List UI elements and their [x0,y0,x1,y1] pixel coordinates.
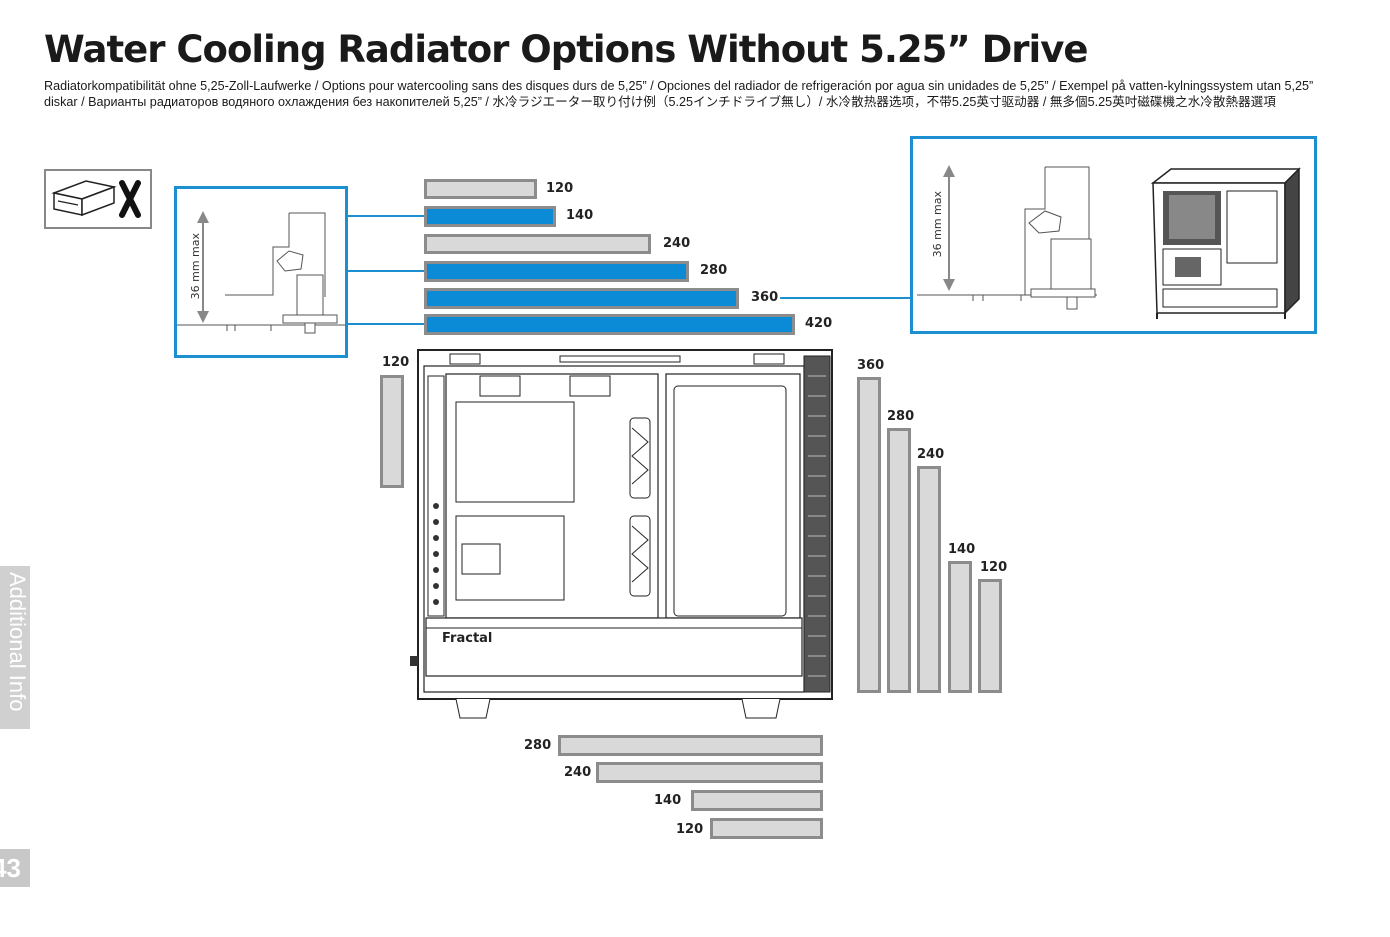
bottom-radiator-140 [691,790,823,811]
connector-360 [780,297,911,299]
top-radiator-280 [424,261,689,282]
side-tab[interactable]: Additional Info [0,566,30,729]
page-subtitle: Radiatorkompatibilität ohne 5,25-Zoll-La… [44,79,1314,109]
bottom-radiator-280-label: 280 [524,738,552,753]
bottom-radiator-240 [596,762,823,783]
top-radiator-360-label: 360 [751,290,779,305]
bottom-radiator-120 [710,818,823,839]
no-optical-drive-icon [44,169,152,229]
front-radiator-280 [887,428,911,693]
front-radiator-140-label: 140 [948,542,976,557]
connector-140 [346,215,424,217]
bottom-radiator-280 [558,735,823,756]
case-side-view: Fractal [410,349,833,719]
front-radiator-120 [978,579,1002,693]
front-radiator-140 [948,561,972,693]
clearance-label-right: 36 mm max [931,191,944,258]
bottom-radiator-120-label: 120 [676,822,704,837]
side-tab-label: Additional Info [5,572,30,712]
front-radiator-280-label: 280 [887,409,915,424]
page-title: Water Cooling Radiator Options Without 5… [44,28,1088,71]
front-radiator-360 [857,377,881,693]
clearance-label-left: 36 mm max [189,233,202,300]
top-radiator-240 [424,234,651,254]
bottom-radiator-140-label: 140 [654,793,682,808]
top-radiator-140-label: 140 [566,208,594,223]
top-radiator-420-label: 420 [805,316,833,331]
front-radiator-120-label: 120 [980,560,1008,575]
connector-420 [346,323,424,325]
top-radiator-120-label: 120 [546,181,574,196]
front-radiator-240-label: 240 [917,447,945,462]
clearance-detail-left: 36 mm max [174,186,348,358]
page-number: 43 [0,853,21,883]
connector-280 [346,270,424,272]
top-radiator-140 [424,206,556,227]
top-radiator-120 [424,179,537,199]
brand-logo: Fractal [442,631,492,646]
page-number-badge: 43 [0,849,30,887]
top-radiator-240-label: 240 [663,236,691,251]
rear-radiator-120-label: 120 [382,355,410,370]
front-radiator-360-label: 360 [857,358,885,373]
rear-radiator-120 [380,375,404,488]
clearance-detail-right: 36 mm max [910,136,1317,334]
top-radiator-280-label: 280 [700,263,728,278]
bottom-radiator-240-label: 240 [564,765,592,780]
front-radiator-240 [917,466,941,693]
top-radiator-360 [424,288,739,309]
top-radiator-420 [424,314,795,335]
